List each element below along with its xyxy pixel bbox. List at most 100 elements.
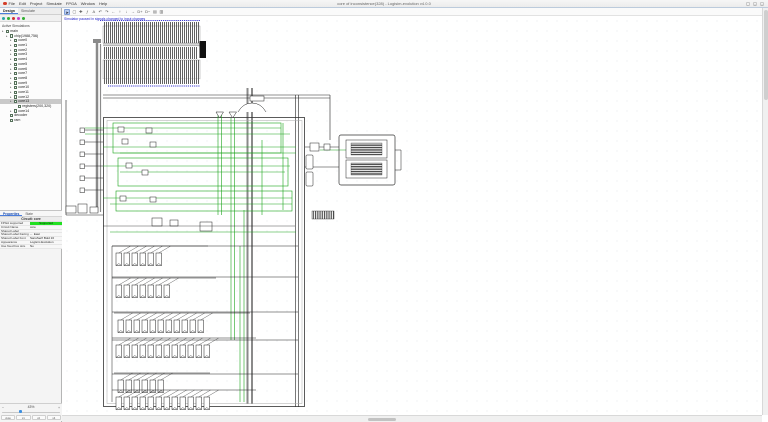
menu-edit[interactable]: Edit (18, 1, 26, 6)
expand-arrow-icon[interactable]: ▸ (10, 57, 12, 62)
tree-item[interactable]: ▸ main (2, 29, 18, 33)
edit-tool-icon[interactable]: ➤ (64, 8, 71, 15)
expand-arrow-icon[interactable]: ▸ (10, 108, 12, 113)
appearance-icon[interactable] (17, 16, 20, 20)
tree-item[interactable]: ▸ chip(1988,756) (6, 33, 39, 38)
schematic-canvas[interactable]: Simulator paused in signals changed to i… (62, 16, 762, 415)
canvas-horizontal-scrollbar[interactable] (62, 415, 762, 422)
top-bus-wires[interactable] (65, 94, 331, 407)
menu-fpga[interactable]: FPGA (65, 1, 77, 6)
undo-icon[interactable]: ↶ (98, 8, 103, 14)
tree-item[interactable]: ▸ core6 (10, 66, 28, 71)
register-bus-wires[interactable] (111, 245, 298, 402)
tree-item[interactable]: ▸ core11 (10, 89, 29, 94)
expand-arrow-icon[interactable]: ▸ (10, 47, 12, 52)
zoom-in-icon[interactable]: D+ (137, 8, 143, 14)
menu-help[interactable]: Help (99, 1, 108, 6)
zoom-slider-track[interactable] (2, 411, 60, 413)
expand-arrow-icon[interactable]: ▸ (6, 33, 8, 38)
zoom-out-icon[interactable]: D− (145, 8, 151, 14)
expand-arrow-icon[interactable]: ▸ (10, 85, 12, 90)
mega-chip-component[interactable] (93, 20, 206, 87)
tree-item[interactable]: ▸ core0 (10, 38, 28, 43)
facing-north-icon[interactable]: ↑ (118, 8, 121, 14)
property-row[interactable]: Appearance Logisim Evolution (0, 241, 62, 245)
tree-item[interactable]: ▸ ram (0, 118, 61, 123)
facing-west-icon[interactable]: ← (111, 8, 116, 14)
property-row[interactable]: FPGA supported Supported (0, 222, 62, 226)
logic-gate-cluster[interactable] (103, 126, 295, 232)
rom-block-group[interactable] (305, 134, 402, 220)
tree-item[interactable]: ▸ core10 (10, 85, 30, 90)
canvas-vertical-scrollbar[interactable] (762, 8, 768, 415)
zoom-x1-button[interactable]: x1 (16, 415, 31, 420)
project-view-icon[interactable]: ▤ (152, 8, 157, 14)
minimize-button[interactable]: − (746, 1, 750, 7)
zoom-in-button[interactable]: + (57, 404, 61, 410)
remove-circuit-icon[interactable] (12, 16, 15, 20)
text-tool-icon[interactable]: A (92, 8, 96, 14)
tree-item[interactable]: ▸ core9 (10, 80, 28, 85)
tab-simulate[interactable]: Simulate (20, 9, 35, 13)
up-circuit-icon[interactable] (7, 16, 10, 20)
expand-arrow-icon[interactable]: ▸ (10, 99, 12, 104)
zoom-slider-thumb[interactable] (19, 410, 23, 414)
zoom-auto-button[interactable]: Auto (1, 415, 16, 420)
property-row[interactable]: Shared Label Font SansSerif Bold 16 (0, 237, 62, 241)
menu-project[interactable]: Project (29, 1, 43, 6)
poke-tool-icon[interactable]: ƒ (86, 8, 89, 14)
expand-arrow-icon[interactable]: ▸ (10, 43, 12, 48)
zoom-x2-button[interactable]: x2 (31, 415, 46, 420)
facing-east-icon[interactable]: → (130, 8, 135, 14)
add-circuit-icon[interactable] (2, 16, 5, 20)
zoom-slider[interactable] (2, 410, 60, 414)
expand-arrow-icon[interactable]: ▸ (10, 80, 12, 85)
expand-arrow-icon[interactable]: ▸ (10, 38, 12, 43)
tree-item[interactable]: ▸ core1 (10, 43, 28, 48)
expand-arrow-icon[interactable]: ▸ (10, 52, 12, 57)
close-button[interactable]: × (760, 1, 764, 7)
horizontal-scrollbar-thumb[interactable] (368, 417, 396, 421)
expand-arrow-icon[interactable]: ▸ (10, 71, 12, 76)
menu-window[interactable]: Window (80, 1, 95, 6)
select-tool-icon[interactable]: ▢ (72, 8, 77, 14)
property-row[interactable]: Shared Label (0, 230, 62, 234)
property-row[interactable]: Shared Label Facing ← East (0, 233, 62, 238)
menu-simulate[interactable]: Simulate (46, 1, 62, 6)
expand-arrow-icon[interactable]: ▸ (10, 94, 12, 99)
expand-arrow-icon[interactable]: ▸ (10, 61, 12, 66)
tab-properties[interactable]: Properties (0, 211, 23, 216)
menu-file[interactable]: File (8, 1, 15, 6)
input-pin-column[interactable] (65, 127, 103, 214)
library-view-icon[interactable]: ▥ (159, 8, 164, 14)
zoom-x4-button[interactable]: x4 (46, 415, 61, 420)
expand-arrow-icon[interactable]: ▸ (10, 75, 12, 80)
tree-item[interactable]: ▸ core7 (10, 71, 28, 76)
zoom-out-button[interactable]: − (1, 404, 5, 410)
tree-item[interactable]: ▸ core14 (10, 108, 30, 113)
tree-item[interactable]: ▸ core3 (10, 52, 28, 57)
expand-arrow-icon[interactable]: ▸ (2, 29, 4, 33)
tab-state[interactable]: State (25, 212, 34, 216)
expand-arrow-icon[interactable]: ▸ (10, 66, 12, 71)
tree-item[interactable]: ▸ core8 (10, 75, 28, 80)
green-wires[interactable] (85, 115, 346, 402)
tree-item[interactable]: ▸ core2 (10, 47, 28, 52)
property-row[interactable]: Circuit Name core (0, 226, 62, 230)
facing-south-icon[interactable]: ↓ (125, 8, 128, 14)
redo-icon[interactable]: ↷ (105, 8, 109, 14)
simulate-icon[interactable] (22, 16, 25, 20)
register-rows[interactable] (112, 245, 256, 410)
maximize-button[interactable]: □ (753, 1, 757, 7)
buffer-gates[interactable] (215, 95, 267, 119)
tree-item[interactable]: ▸ decoder (0, 113, 61, 118)
tree-item[interactable]: ▸ core5 (10, 61, 28, 66)
expand-arrow-icon[interactable]: ▸ (10, 89, 12, 94)
vertical-scrollbar-thumb[interactable] (764, 10, 768, 100)
tree-item[interactable]: ▸ core4 (10, 57, 28, 62)
tab-design[interactable]: Design (0, 8, 18, 14)
tree-item[interactable]: ▸ core12 (10, 94, 30, 99)
property-row[interactable]: Use fixed box size No (0, 245, 62, 249)
tree-item[interactable]: ▸ registers(200,320) (0, 104, 61, 109)
wiring-tool-icon[interactable]: ✚ (79, 8, 83, 14)
